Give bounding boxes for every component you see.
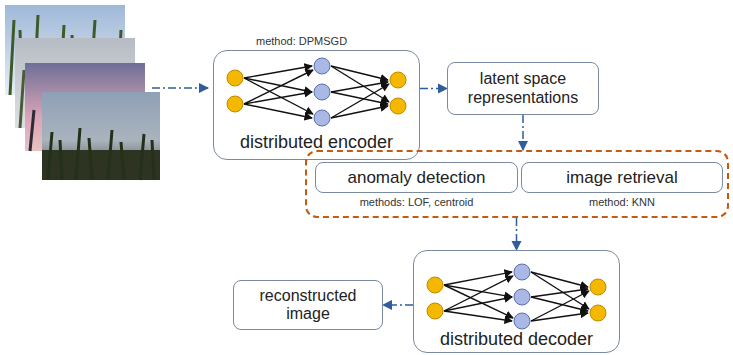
process-box: anomaly detectionmethods: LOF, centroid: [315, 162, 518, 193]
method-label: method: DPMSGD: [256, 35, 347, 47]
box-label: distributed decoder: [414, 329, 619, 350]
box-label: reconstructed image: [234, 285, 382, 326]
method-label: methods: LOF, centroid: [316, 196, 517, 208]
flow-arrow: [383, 304, 413, 306]
process-box: latent space representations: [447, 62, 599, 115]
flow-arrow: [522, 115, 524, 150]
flow-arrow: [420, 88, 447, 90]
group-region: anomaly detectionmethods: LOF, centroidi…: [305, 150, 729, 218]
method-label: method: KNN: [522, 196, 722, 208]
output-box: reconstructed image: [233, 280, 383, 330]
decoder-box: distributed decoder: [413, 250, 620, 353]
encoder-box: method: DPMSGDdistributed encoder: [213, 50, 420, 160]
flow-arrow: [516, 218, 518, 250]
process-box: image retrievalmethod: KNN: [521, 162, 723, 193]
box-label: anomaly detection: [342, 166, 492, 190]
box-label: image retrieval: [560, 166, 684, 190]
box-label: latent space representations: [448, 68, 598, 109]
